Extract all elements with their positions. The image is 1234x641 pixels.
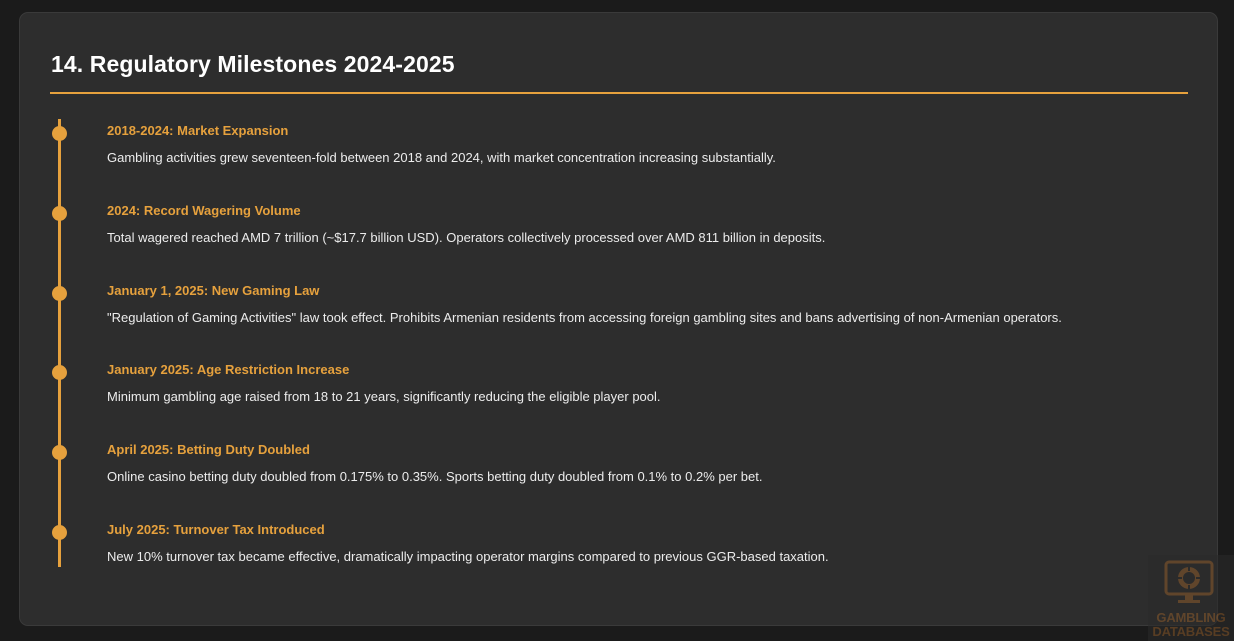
event-description: Gambling activities grew seventeen-fold … (107, 150, 776, 165)
milestones-card: 14. Regulatory Milestones 2024-2025 2018… (19, 12, 1218, 626)
timeline-dot (52, 206, 67, 221)
timeline-event: 2024: Record Wagering Volume Total wager… (52, 199, 1161, 259)
timeline-event: January 2025: Age Restriction Increase M… (52, 358, 1161, 418)
event-title: 2018-2024: Market Expansion (107, 123, 289, 138)
timeline-dot (52, 525, 67, 540)
timeline-event: January 1, 2025: New Gaming Law "Regulat… (52, 279, 1161, 339)
watermark-line-1: GAMBLING (1156, 610, 1226, 625)
event-description: New 10% turnover tax became effective, d… (107, 549, 829, 564)
section-title: 14. Regulatory Milestones 2024-2025 (51, 51, 455, 77)
timeline: 2018-2024: Market Expansion Gambling act… (52, 119, 1181, 567)
monitor-chip-icon (1164, 560, 1214, 603)
timeline-dot (52, 126, 67, 141)
watermark-line-2: DATABASES (1152, 624, 1230, 639)
timeline-dot (52, 445, 67, 460)
timeline-dot (52, 286, 67, 301)
event-description: "Regulation of Gaming Activities" law to… (107, 310, 1062, 325)
event-description: Total wagered reached AMD 7 trillion (~$… (107, 230, 826, 245)
event-description: Minimum gambling age raised from 18 to 2… (107, 389, 661, 404)
timeline-event: 2018-2024: Market Expansion Gambling act… (52, 119, 1161, 179)
event-title: January 2025: Age Restriction Increase (107, 362, 350, 377)
timeline-dot (52, 365, 67, 380)
watermark-logo: GAMBLING DATABASES (1148, 555, 1234, 641)
title-divider (50, 92, 1188, 94)
event-title: April 2025: Betting Duty Doubled (107, 442, 310, 457)
timeline-event: July 2025: Turnover Tax Introduced New 1… (52, 518, 1161, 578)
event-title: January 1, 2025: New Gaming Law (107, 283, 320, 298)
event-description: Online casino betting duty doubled from … (107, 469, 763, 484)
timeline-event: April 2025: Betting Duty Doubled Online … (52, 438, 1161, 498)
event-title: 2024: Record Wagering Volume (107, 203, 301, 218)
event-title: July 2025: Turnover Tax Introduced (107, 522, 325, 537)
